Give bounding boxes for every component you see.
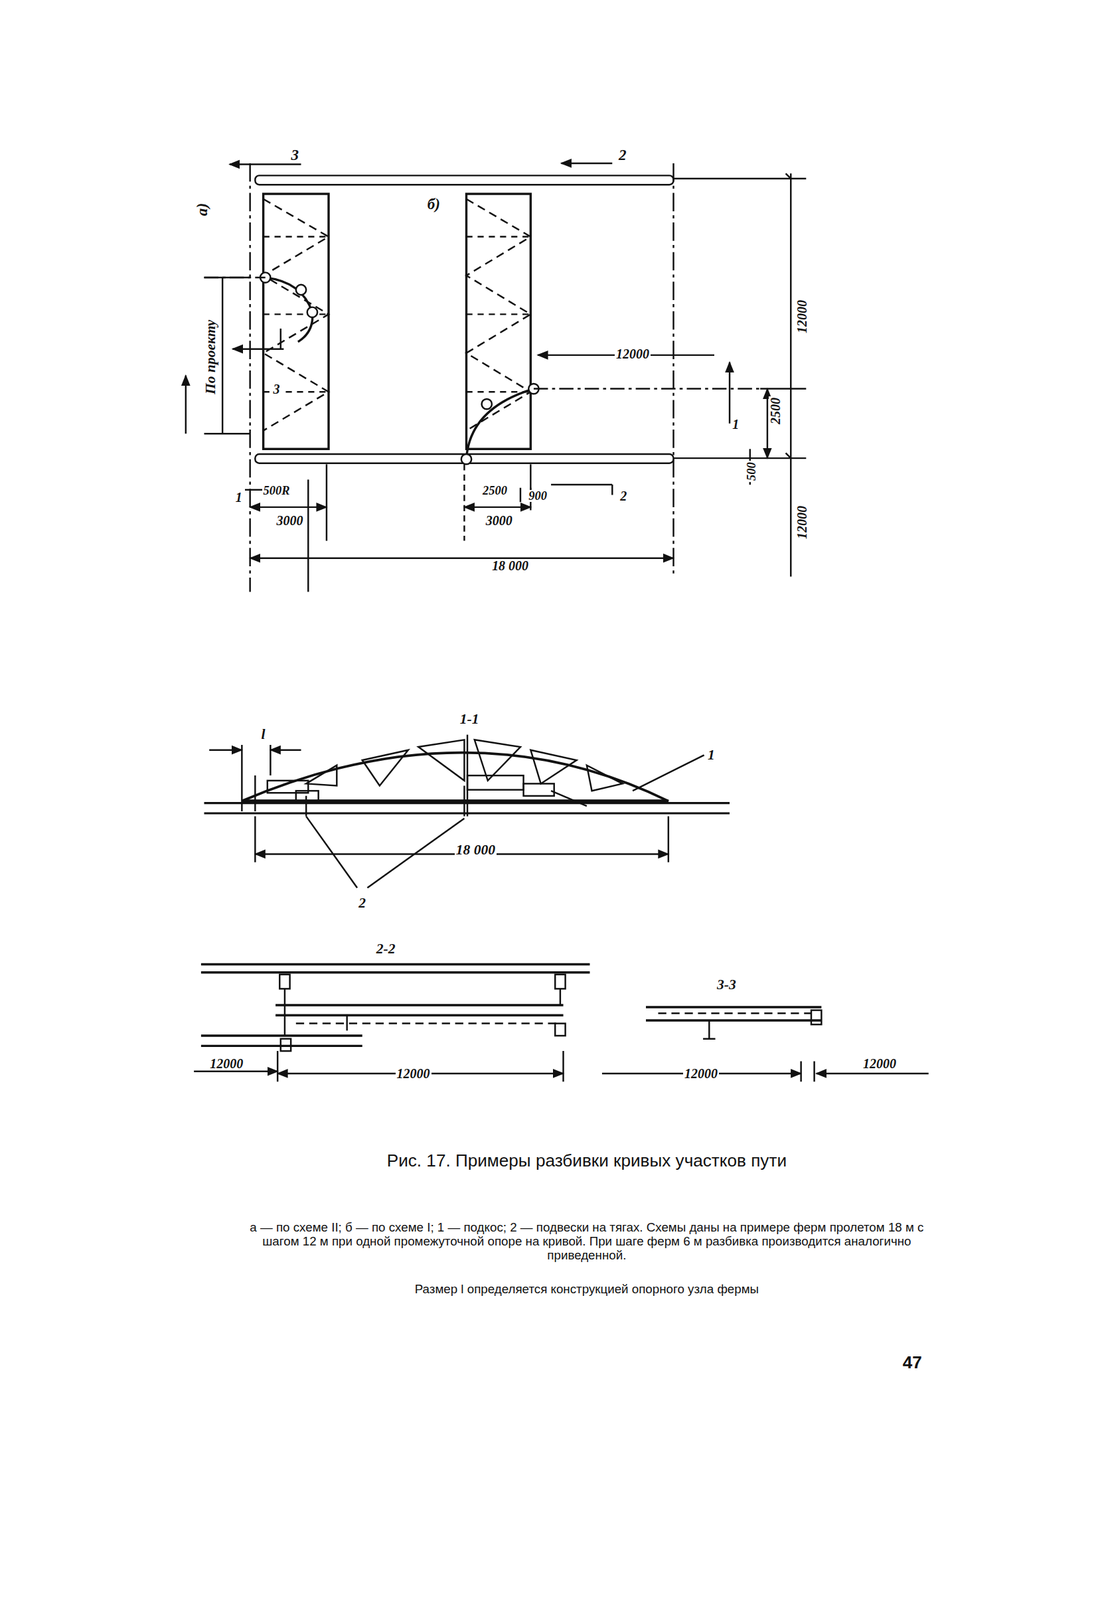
dimension-label: 500 xyxy=(744,460,757,482)
dimension-label: 2 xyxy=(618,489,628,503)
dimension-label: б) xyxy=(426,196,442,212)
caption-note: Размер l определяется конструкцией опорн… xyxy=(243,1281,931,1296)
figure-caption: Рис. 17. Примеры разбивки кривых участко… xyxy=(215,1150,959,1172)
dimension-label: 18 000 xyxy=(490,558,530,573)
caption-note: а — по схеме II; б — по схеме I; 1 — под… xyxy=(243,1220,931,1262)
plan-view xyxy=(185,163,806,593)
dimension-label: 12000 xyxy=(683,1066,719,1081)
dimension-label: 12000 xyxy=(395,1066,432,1081)
dimension-label: а) xyxy=(194,201,210,218)
dimension-label: 2 xyxy=(357,896,368,911)
dimension-label: 12000 xyxy=(208,1056,245,1071)
dimension-label: 500R xyxy=(262,484,292,497)
dimension-label: 1 xyxy=(234,490,244,504)
dimension-label: 3 xyxy=(289,147,301,163)
dimension-label: l xyxy=(260,727,267,743)
dimension-label: 3 xyxy=(272,382,282,396)
dimension-label: По проекту xyxy=(203,318,219,396)
dimension-label: 2 xyxy=(617,147,628,163)
dimension-label: 18 000 xyxy=(454,843,497,858)
dimension-label: 1 xyxy=(730,417,741,431)
dimension-label: 2500 xyxy=(768,396,783,427)
dimension-label: 3000 xyxy=(484,513,514,528)
section-3-3 xyxy=(602,1007,929,1082)
section-2-2 xyxy=(193,963,590,1082)
dimension-label: 2-2 xyxy=(375,941,397,957)
dimension-label: 2500 xyxy=(481,484,509,497)
dimension-label: 3000 xyxy=(275,513,305,528)
page-number: 47 xyxy=(901,1353,924,1371)
dimension-label: 12000 xyxy=(861,1056,898,1071)
dimension-label: 12000 xyxy=(795,298,809,335)
dimension-label: 12000 xyxy=(614,347,651,361)
dimension-label: 900 xyxy=(527,489,549,502)
section-1-1 xyxy=(203,734,730,889)
dimension-label: 1 xyxy=(706,748,717,763)
dimension-label: 3-3 xyxy=(715,977,738,993)
dimension-label: 12000 xyxy=(795,504,809,541)
dimension-label: 1-1 xyxy=(458,712,481,727)
